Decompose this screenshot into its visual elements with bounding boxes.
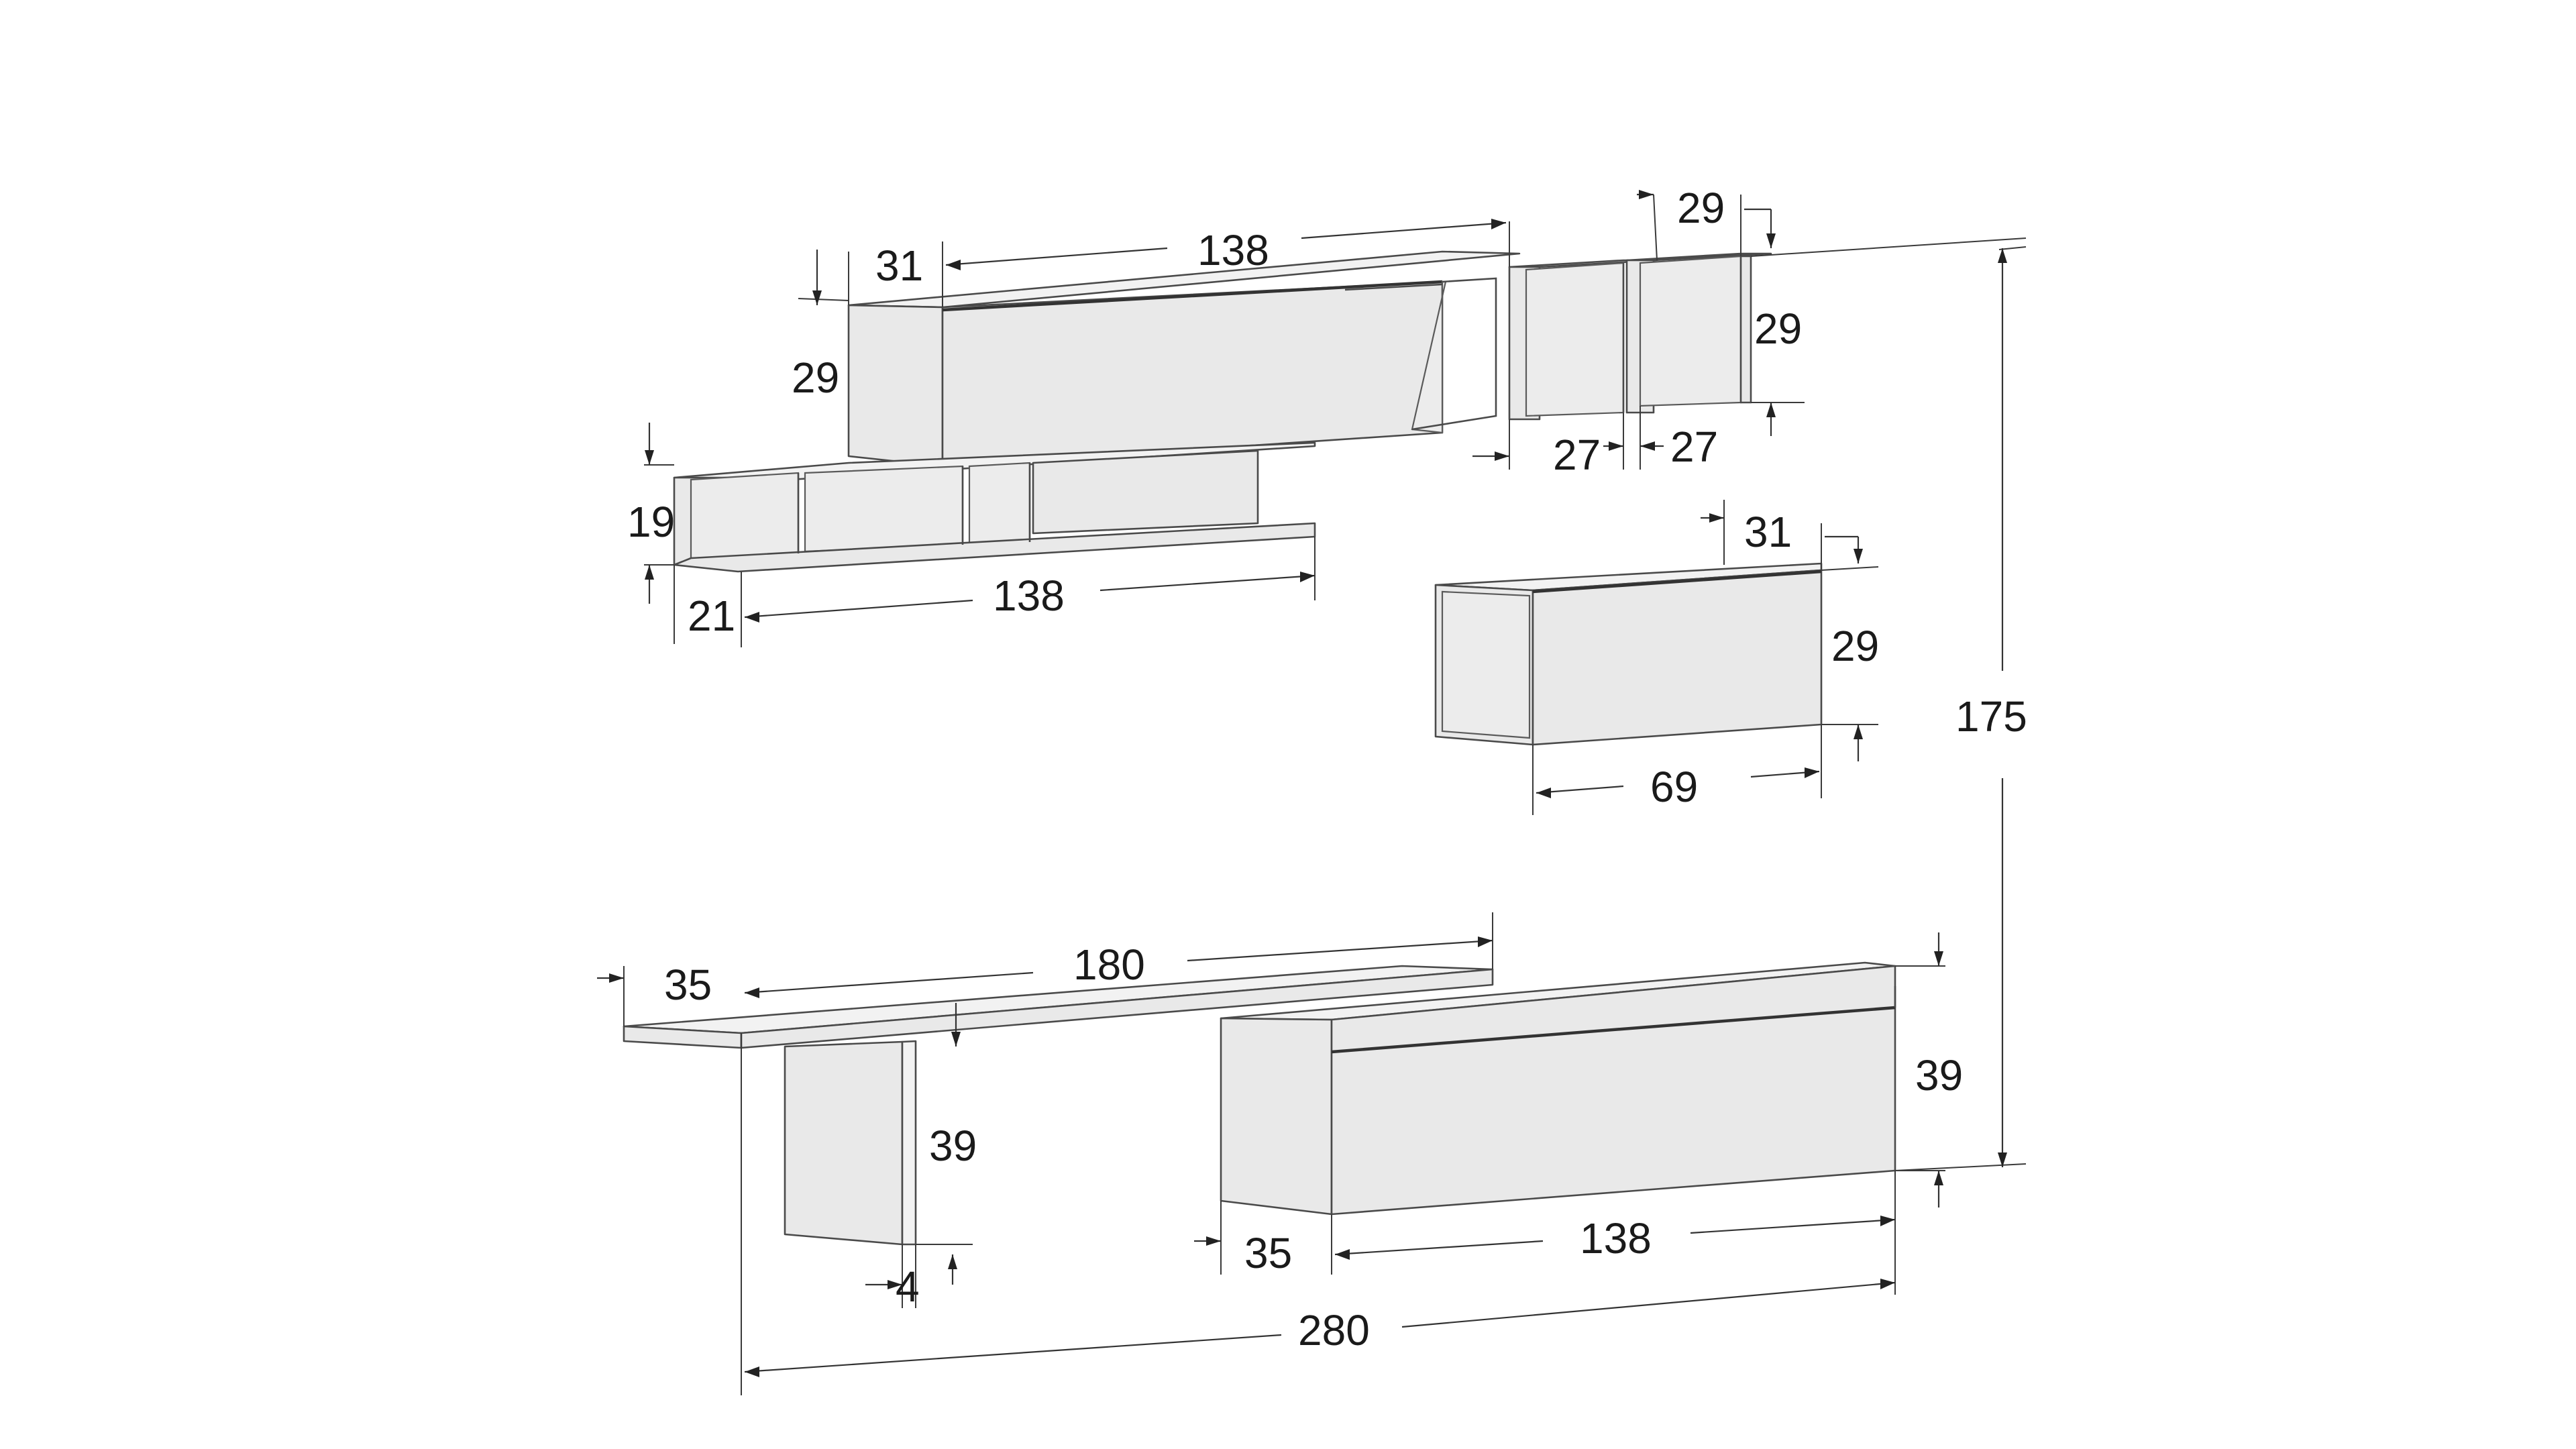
label-desk-width: 180 (1073, 941, 1145, 989)
label-cube-depth: 29 (1677, 184, 1725, 232)
label-small-width: 69 (1650, 763, 1698, 811)
label-shelf-depth: 21 (688, 592, 735, 640)
label-total-height: 175 (1955, 692, 2027, 741)
dimension-labels: 31 138 29 29 29 27 27 19 21 138 31 29 69… (627, 184, 2027, 1354)
label-base-width: 138 (1580, 1214, 1652, 1263)
label-small-height: 29 (1831, 622, 1879, 670)
label-leg-height: 39 (929, 1122, 977, 1170)
dimension-arrows (609, 190, 2007, 1377)
top-wall-unit (673, 250, 1772, 573)
desk-and-base-unit (623, 961, 1896, 1246)
label-small-depth: 31 (1744, 508, 1792, 556)
label-top-height: 29 (792, 354, 839, 402)
label-shelf-height: 19 (627, 498, 675, 546)
label-base-height: 39 (1915, 1051, 1963, 1099)
label-cube-width-b: 27 (1670, 423, 1718, 471)
label-top-width: 138 (1197, 226, 1269, 274)
small-wall-box (1434, 562, 1823, 746)
label-top-depth: 31 (875, 241, 923, 290)
label-desk-depth: 35 (664, 961, 712, 1009)
label-leg-thickness: 4 (896, 1263, 920, 1311)
label-base-depth: 35 (1244, 1229, 1292, 1277)
label-cube-width-a: 27 (1553, 431, 1601, 479)
label-shelf-width: 138 (993, 572, 1065, 620)
label-total-width: 280 (1298, 1306, 1370, 1354)
label-cube-height: 29 (1754, 305, 1802, 353)
